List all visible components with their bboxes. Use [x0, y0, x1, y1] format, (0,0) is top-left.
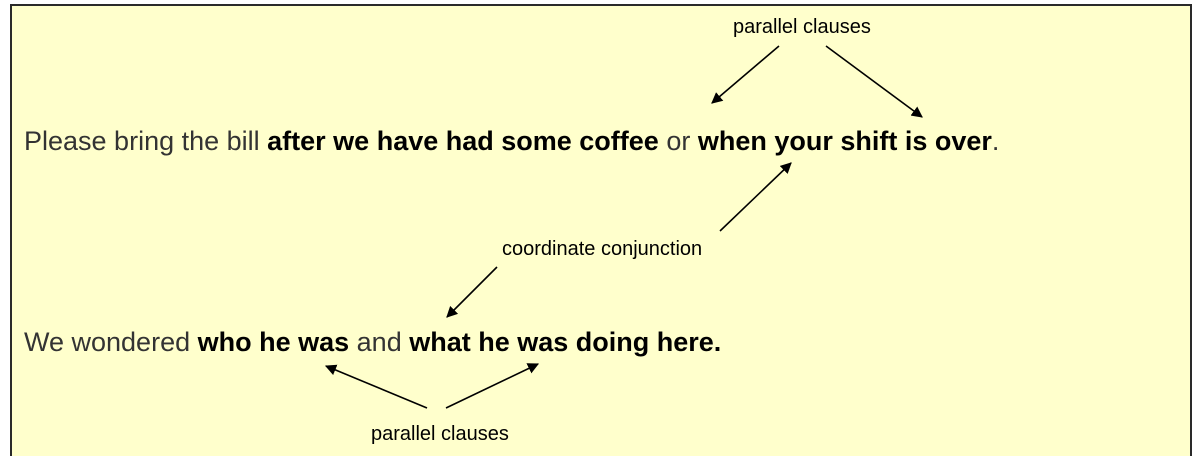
sentence-1-lead: Please bring the bill	[24, 126, 268, 156]
label-parallel-clauses-top: parallel clauses	[733, 16, 871, 38]
sentence-2-conjunction: and	[349, 327, 410, 357]
diagram-panel	[10, 4, 1192, 456]
sentence-1-clause-2: when your shift is over	[697, 126, 992, 156]
label-parallel-clauses-bottom: parallel clauses	[371, 423, 509, 445]
sentence-1-conjunction: or	[658, 126, 698, 156]
label-coordinate-conjunction: coordinate conjunction	[502, 238, 703, 260]
sentence-2-lead: We wondered	[24, 327, 198, 357]
sentence-1-period: .	[991, 126, 1000, 156]
sentence-2: We wondered who he was and what he was d…	[24, 329, 721, 356]
sentence-1: Please bring the bill after we have had …	[24, 128, 999, 155]
sentence-2-clause-2: what he was doing here.	[409, 327, 722, 357]
sentence-2-clause-1: who he was	[197, 327, 350, 357]
sentence-1-clause-1: after we have had some coffee	[267, 126, 659, 156]
